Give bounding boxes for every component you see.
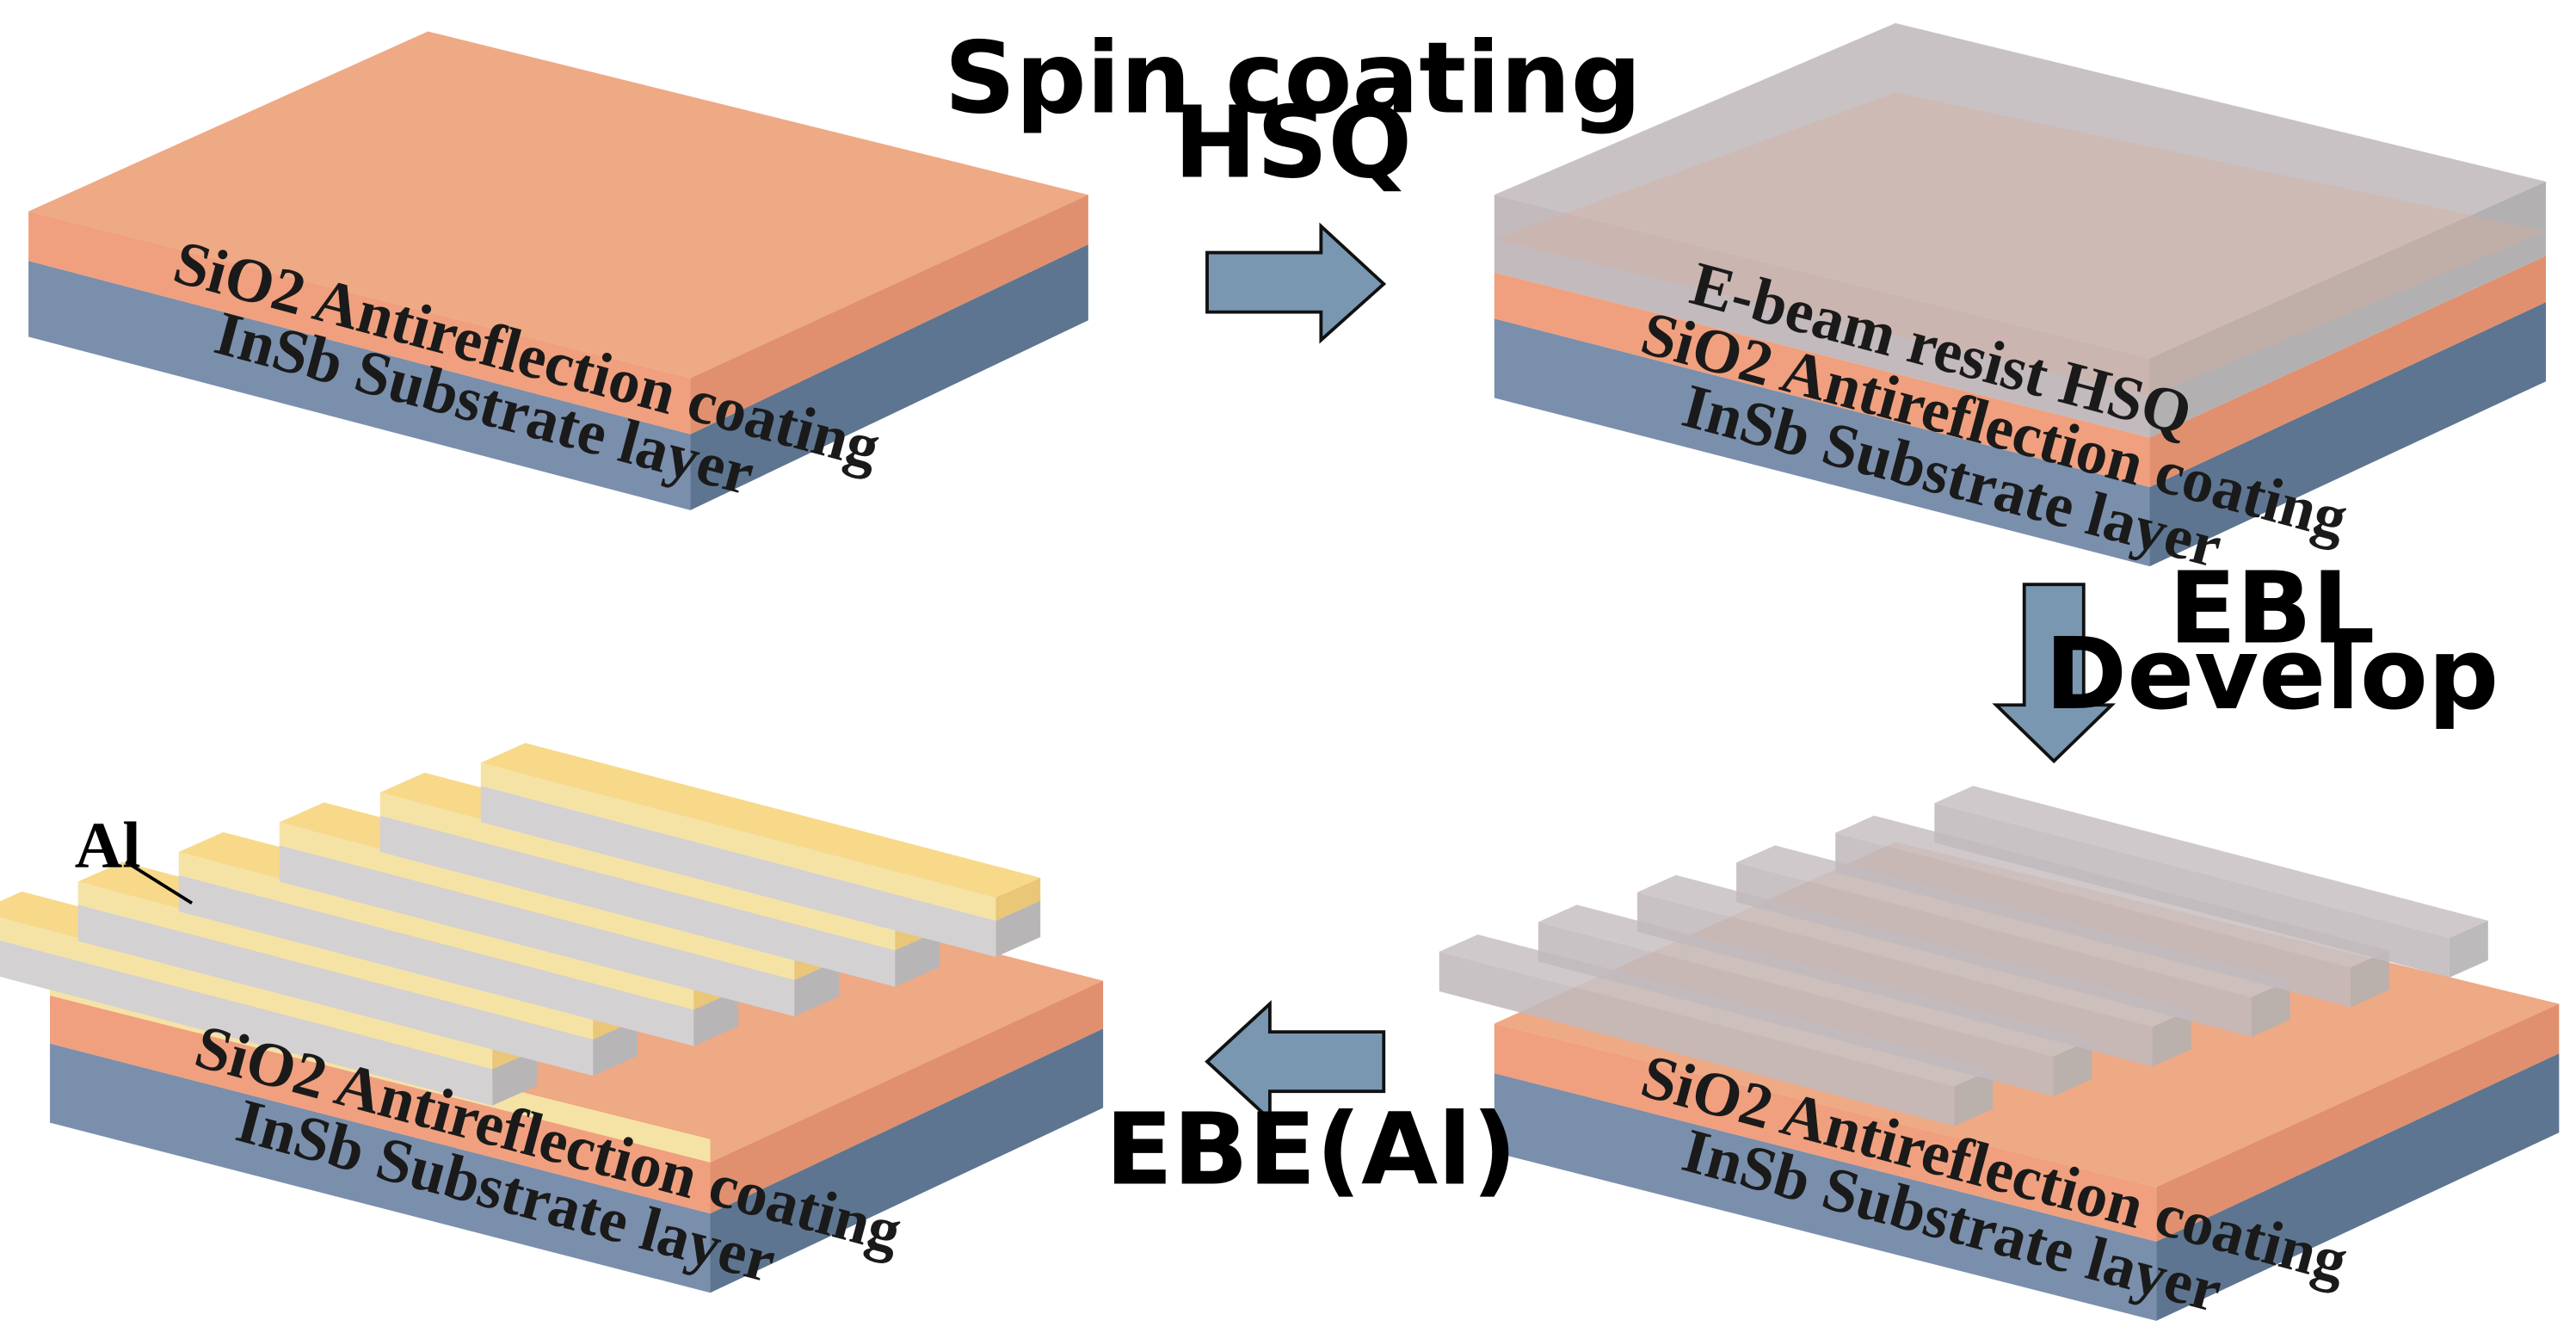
- al-leader-line: [125, 860, 194, 905]
- hsq-line-2-front-face: [1835, 832, 2351, 1008]
- spin-coating-label-line2: HSQ: [1174, 85, 1412, 201]
- hsq-under-al-4-end-face: [693, 990, 739, 1046]
- hsq-under-al-3-front-face: [279, 845, 795, 1017]
- hsq-line-1-end-face: [2449, 920, 2488, 978]
- hsq-line-5-front-face: [1538, 922, 2054, 1096]
- insb-side-face: [690, 244, 1088, 510]
- develop-label: Develop: [2045, 617, 2499, 732]
- hsq-under-al-3-end-face: [794, 960, 840, 1017]
- hsq-line-2-top-face: [1835, 815, 2389, 968]
- al-label: Al: [75, 808, 141, 881]
- hsq-under-al-5-front-face: [77, 904, 594, 1077]
- ebl-develop-step: EBL Develop: [1992, 551, 2499, 764]
- hsq-under-al-1-end-face: [995, 900, 1041, 958]
- insb-front-face: [50, 1043, 711, 1293]
- hsq-line-4-top-face: [1636, 874, 2191, 1027]
- al-line-6-front-face: [0, 916, 493, 1070]
- al-line-1-top-face: [480, 743, 1041, 898]
- sio2-front-face: [1494, 1023, 2157, 1242]
- al-line-1-front-face: [480, 762, 996, 921]
- spin-coating-label-line1: Spin coating: [944, 21, 1642, 136]
- hsq-line-5-top-face: [1538, 904, 2092, 1057]
- hsq-line-6-top-face: [1439, 934, 1994, 1087]
- hsq-line-2-end-face: [2350, 950, 2389, 1008]
- hsq-top-face: [1494, 22, 2546, 359]
- insb-side-face: [2149, 302, 2546, 567]
- al-line-4-front-face: [178, 852, 694, 1010]
- hsq-under-al-2-front-face: [379, 815, 896, 987]
- hsq-under-al-2-end-face: [895, 930, 940, 987]
- arrow-down-icon: [1992, 583, 2117, 764]
- sio2-front-face: [1494, 272, 2150, 487]
- sio2-side-face: [690, 194, 1088, 435]
- insb-front-face: [28, 261, 691, 510]
- hsq-side-face: [2149, 182, 2546, 438]
- hsq-line-3-top-face: [1736, 845, 2290, 997]
- hsq-line-6-front-face: [1439, 951, 1955, 1126]
- sio2-side-face: [710, 980, 1104, 1214]
- hsq-under-al-5-end-face: [593, 1019, 638, 1077]
- panel-developed: SiO2 Antireflection coating InSb Substra…: [1439, 786, 2560, 1326]
- sio2-side-face: [2149, 256, 2546, 487]
- insb-side-face: [2156, 1053, 2560, 1321]
- al-line-2-front-face: [379, 792, 896, 951]
- hsq-under-al-1-front-face: [480, 786, 996, 958]
- arrow-left-icon: [1205, 1000, 1386, 1124]
- al-line-3-front-face: [279, 822, 795, 980]
- hsq-line-5-end-face: [2053, 1039, 2092, 1096]
- insb-front-face: [1494, 318, 2150, 567]
- sio2-visible-beneath-hsq: [1494, 92, 2546, 397]
- al-line-5-front-face: [77, 881, 594, 1040]
- al-line-array: [0, 743, 1041, 1106]
- hsq-line-array: [1439, 786, 2488, 1126]
- hsq-line-4-front-face: [1636, 892, 2153, 1067]
- insb-side-face: [710, 1028, 1104, 1293]
- arrow-right-icon: [1205, 222, 1387, 344]
- sio2-top-face: [28, 31, 1088, 379]
- hsq-under-al-4-front-face: [178, 874, 694, 1046]
- hsq-under-al-6-front-face: [0, 940, 493, 1106]
- insb-front-face: [1494, 1073, 2157, 1321]
- hsq-front-face: [1494, 194, 2150, 438]
- spin-coating-step: Spin coating HSQ: [944, 21, 1642, 344]
- ebe-al-step: EBE(Al): [1105, 1000, 1517, 1208]
- sio2-front-face: [28, 211, 691, 435]
- hsq-line-3-end-face: [2251, 979, 2290, 1037]
- sio2-side-face: [2156, 1003, 2560, 1242]
- hsq-line-4-end-face: [2152, 1009, 2191, 1067]
- ebl-label: EBL: [2169, 551, 2376, 666]
- hsq-under-al-6-end-face: [492, 1049, 538, 1106]
- sio2-front-face: [50, 995, 711, 1214]
- hsq-line-1-front-face: [1934, 803, 2450, 978]
- ebe-al-label: EBE(Al): [1105, 1093, 1517, 1208]
- hsq-line-6-end-face: [1954, 1069, 1994, 1126]
- panel-substrate: SiO2 Antireflection coating InSb Substra…: [28, 31, 1088, 510]
- panel-aluminum: Al SiO2 Antireflection coating InSb Subs…: [0, 743, 1104, 1296]
- panel-hsq-coated: E-beam resist HSQ SiO2 Antireflection co…: [1494, 22, 2546, 581]
- al-line-1-end-face: [995, 877, 1041, 921]
- hsq-line-3-front-face: [1736, 862, 2252, 1037]
- hsq-line-1-top-face: [1934, 786, 2488, 938]
